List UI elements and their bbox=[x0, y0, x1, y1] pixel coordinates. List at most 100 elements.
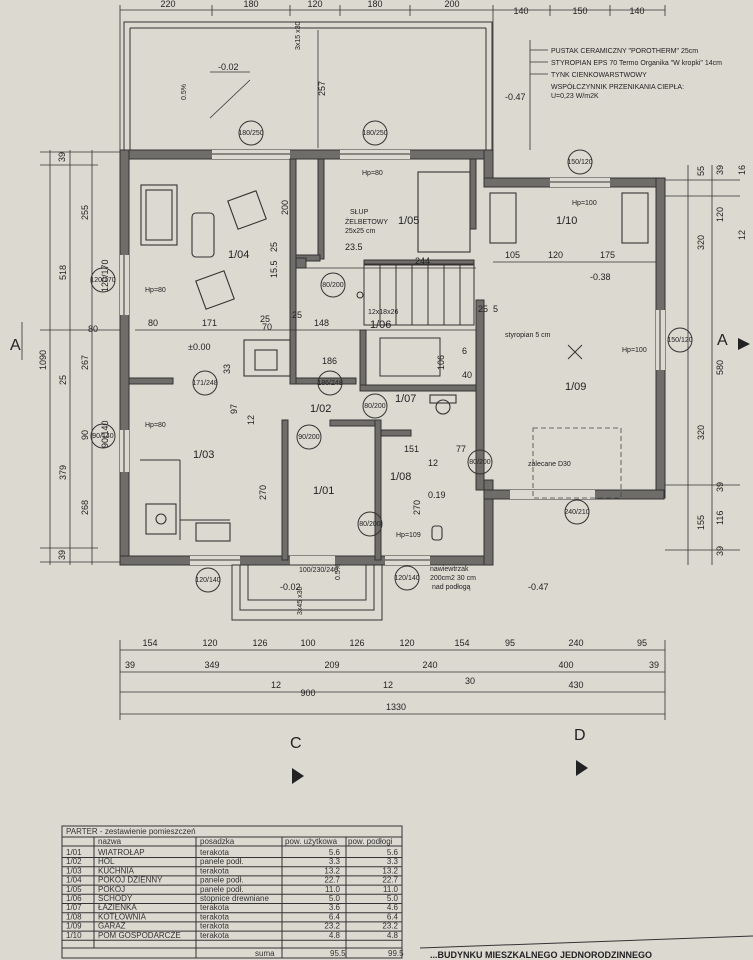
window-size-7: 120/140 bbox=[195, 577, 220, 584]
door-size-4: 80/200 bbox=[359, 521, 381, 528]
door-marker-2 bbox=[362, 393, 388, 419]
door-marker-7 bbox=[564, 499, 590, 525]
door-marker-4 bbox=[357, 511, 383, 537]
table-cell: 4.8 bbox=[329, 931, 341, 940]
footer-title: ...BUDYNKU MIESZKALNEGO JEDNORODZINNEGO bbox=[419, 935, 753, 960]
dim-bottom-r1-8: 95 bbox=[505, 638, 515, 648]
top-steps: 3x15 x30 bbox=[295, 21, 302, 50]
table-cell: 1/08 bbox=[66, 912, 82, 921]
interior-dimensions: 23.5 244 105 120 175 25 200 15.5 25 80 1… bbox=[135, 200, 656, 515]
dim-left-12: 90 bbox=[80, 430, 90, 440]
idim-27: 270 bbox=[258, 485, 268, 500]
table-cell: POKÓJ bbox=[98, 885, 125, 894]
note-slup-3: 25x25 cm bbox=[345, 228, 376, 235]
idim-13: 25 bbox=[292, 310, 302, 320]
dim-bottom-r1-9: 240 bbox=[568, 638, 583, 648]
dim-bottom-r1-3: 126 bbox=[252, 638, 267, 648]
idim-1: 23.5 bbox=[345, 242, 363, 252]
table-cell: 4.6 bbox=[387, 903, 399, 912]
table-cell: 11.0 bbox=[325, 885, 341, 894]
table-sum-label: suma bbox=[255, 949, 275, 958]
window-marker-2 bbox=[362, 120, 388, 146]
table-cell: 1/07 bbox=[66, 903, 82, 912]
window-marker-9 bbox=[192, 370, 218, 396]
dim-257: 257 bbox=[317, 81, 327, 96]
table-cell: 22.7 bbox=[324, 876, 340, 885]
table-cell: terakota bbox=[200, 903, 229, 912]
dim-right-4: 120 bbox=[715, 207, 725, 222]
table-cell: stopnice drewniane bbox=[200, 894, 269, 903]
dim-right-10: 116 bbox=[715, 511, 725, 525]
table-cell: 1/05 bbox=[66, 885, 82, 894]
note-zalecane: zalecane D30 bbox=[528, 461, 571, 468]
table-cell: 6.4 bbox=[329, 912, 341, 921]
dim-left-7: 1090 bbox=[38, 350, 48, 370]
table-header-usable: pow. użytkowa bbox=[285, 837, 338, 846]
table-cell: terakota bbox=[200, 931, 229, 940]
idim-6: 25 bbox=[269, 242, 279, 252]
table-header-area: pow. podłogi bbox=[348, 837, 393, 846]
idim-11: 171 bbox=[202, 318, 217, 328]
level-entry: -0.02 bbox=[280, 582, 301, 592]
vent-note-1: nawiewtrzak bbox=[430, 566, 469, 573]
vent-note-2: 200cm2 30 cm bbox=[430, 575, 476, 582]
room-label-106: 1/06 bbox=[370, 319, 391, 331]
hp-103: Hp=80 bbox=[145, 422, 166, 429]
window-size-9: 171/248 bbox=[192, 380, 217, 387]
table-cell: 1/04 bbox=[66, 876, 82, 885]
dim-top-3: 120 bbox=[307, 0, 322, 9]
section-d-arrow bbox=[576, 760, 588, 776]
dim-left-4: 120/170 bbox=[100, 259, 110, 292]
table-cell: 11.0 bbox=[383, 885, 399, 894]
dim-bottom-total: 1330 bbox=[386, 702, 406, 712]
idim-10: 80 bbox=[148, 318, 158, 328]
table-cell: ŁAZIENKA bbox=[98, 903, 137, 912]
room-schedule-table: PARTER - zestawienie pomieszczeń nazwa p… bbox=[61, 825, 404, 959]
dim-left-11: 39 bbox=[57, 550, 67, 560]
dim-bottom-r3-2: 900 bbox=[300, 688, 315, 698]
idim-5: 175 bbox=[600, 250, 615, 260]
table-cell: 1/10 bbox=[66, 931, 82, 940]
dim-top-8: 140 bbox=[629, 6, 644, 16]
door-size-5: 80/200 bbox=[469, 459, 491, 466]
slope-top: 0.5% bbox=[181, 84, 188, 100]
dim-right-5: 12 bbox=[737, 230, 747, 240]
room-label-110: 1/10 bbox=[556, 215, 577, 227]
dim-bottom-r1-1: 154 bbox=[142, 638, 157, 648]
dim-bottom-r2-4: 240 bbox=[422, 660, 437, 670]
dim-bottom-r2-3: 209 bbox=[324, 660, 339, 670]
room-label-103: 1/03 bbox=[193, 449, 214, 461]
table-cell: 22.7 bbox=[382, 876, 398, 885]
section-c: C bbox=[290, 735, 302, 752]
vent-note-3: nad podłogą bbox=[432, 584, 471, 591]
note-steps: 3x45 x30 bbox=[297, 586, 304, 615]
door-marker-1 bbox=[320, 272, 346, 298]
room-label-107: 1/07 bbox=[395, 393, 416, 405]
table-cell: 5.0 bbox=[387, 894, 399, 903]
dim-bottom-r1-7: 154 bbox=[454, 638, 469, 648]
dim-bottom-r2-6: 39 bbox=[649, 660, 659, 670]
room-labels: 1/04 1/05 1/10 1/03 1/02 1/01 1/06 1/07 … bbox=[193, 215, 586, 497]
table-cell: panele podł. bbox=[200, 876, 244, 885]
wall-spec-note: PUSTAK CERAMICZNY "POROTHERM" 25cm STYRO… bbox=[529, 40, 722, 150]
table-cell: WIATROŁAP bbox=[98, 848, 145, 857]
section-markers: A A C D bbox=[10, 322, 750, 784]
idim-22: 12 bbox=[246, 415, 256, 425]
level-garage: -0.38 bbox=[590, 272, 611, 282]
hp-109: Hp=100 bbox=[622, 347, 647, 354]
dim-right-3: 16 bbox=[737, 165, 747, 175]
plan-notes: SŁUP ŻELBETOWY 25x25 cm 12x18x26 styropi… bbox=[145, 170, 647, 615]
table-cell: 5.6 bbox=[329, 848, 341, 857]
door-marker-3 bbox=[296, 424, 322, 450]
room-label-105: 1/05 bbox=[398, 215, 419, 227]
level-terrace: -0.02 bbox=[218, 62, 239, 72]
window-marker-7 bbox=[195, 567, 221, 593]
dim-top-4: 180 bbox=[367, 0, 382, 9]
dim-left-1: 39 bbox=[57, 152, 67, 162]
slope-bottom: 0.5% bbox=[335, 564, 342, 580]
outer-walls bbox=[119, 149, 666, 566]
level-bottom-right: -0.47 bbox=[528, 582, 549, 592]
section-a-arrow bbox=[738, 338, 750, 350]
window-marker-8 bbox=[394, 565, 420, 591]
